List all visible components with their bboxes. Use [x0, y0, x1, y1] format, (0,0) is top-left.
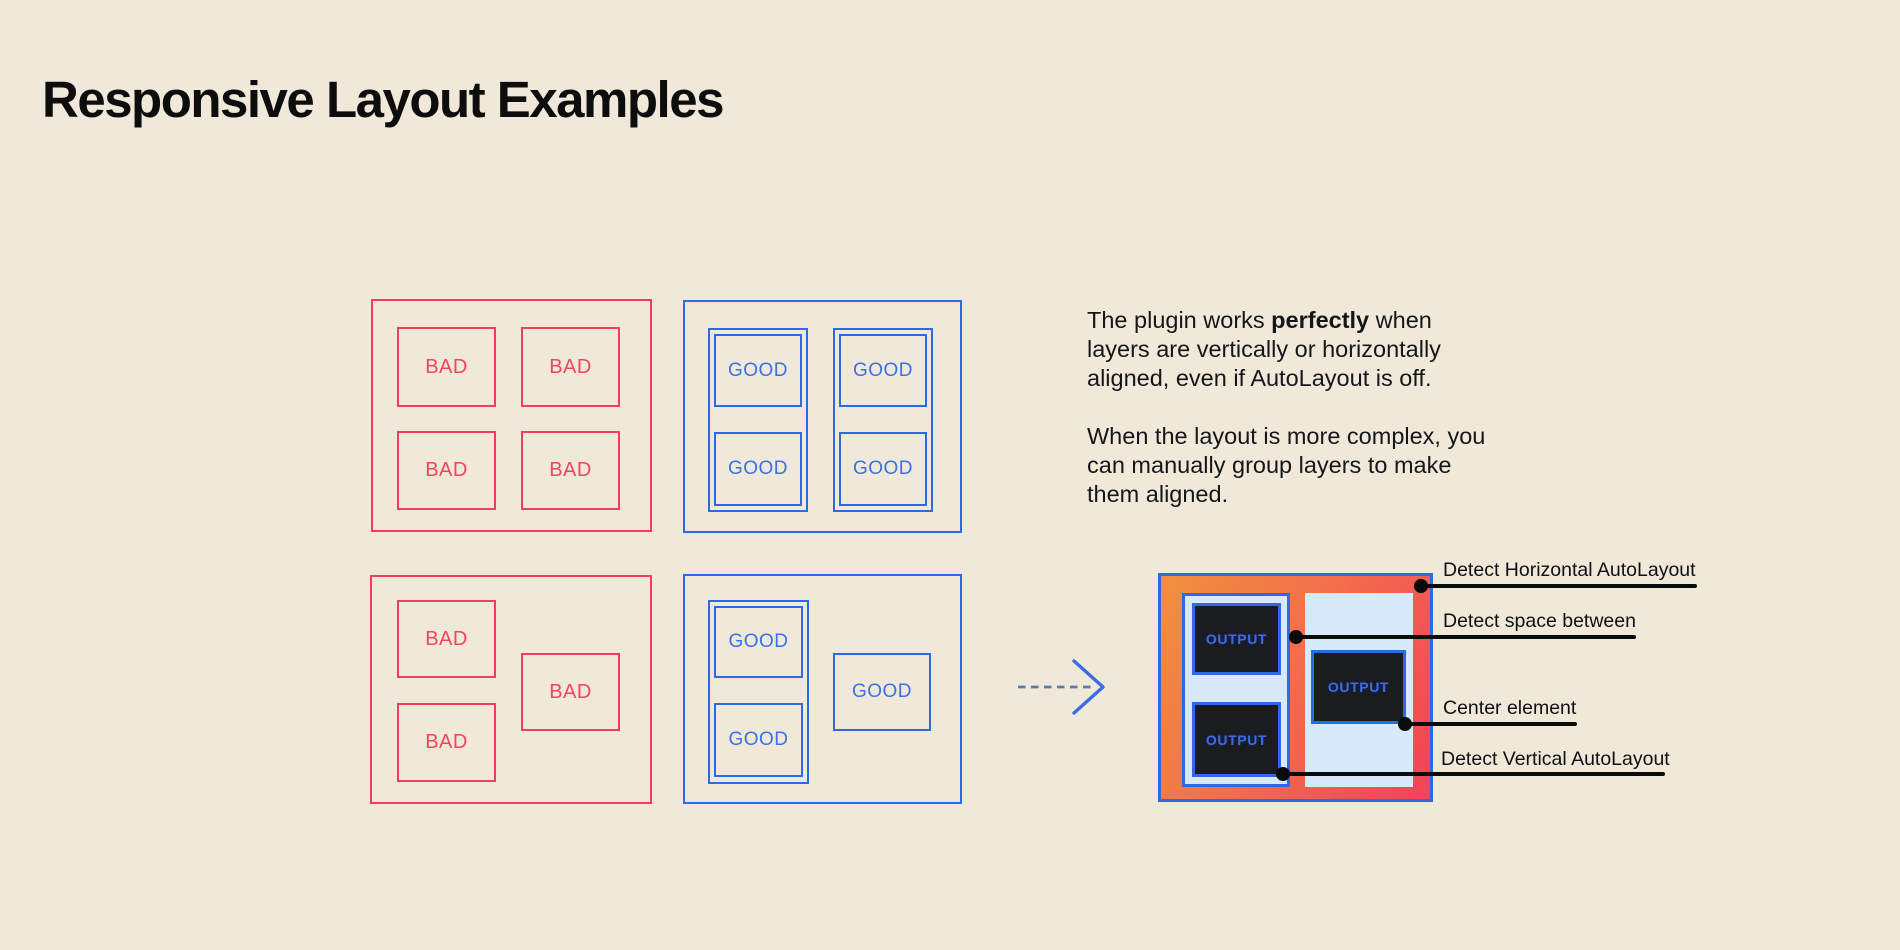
output-vertical-group: OUTPUT OUTPUT — [1182, 593, 1290, 787]
good-box-label: GOOD — [727, 458, 789, 479]
annotation-line — [1421, 584, 1697, 588]
annotation-line — [1405, 722, 1577, 726]
bad-box-label: BAD — [425, 731, 468, 753]
annotation-label: Detect Horizontal AutoLayout — [1443, 559, 1696, 581]
annotation-line — [1296, 635, 1636, 639]
good-box: GOOD — [714, 703, 803, 777]
annotation-label: Detect space between — [1443, 610, 1636, 632]
good-box: GOOD — [714, 432, 802, 506]
good-box: GOOD — [714, 606, 803, 678]
bad-box: BAD — [521, 431, 620, 510]
good-grouped-frame: GOOD GOOD GOOD — [683, 574, 962, 804]
bad-box-label: BAD — [549, 459, 592, 481]
description-text: when layers are vertically or horizontal… — [1087, 307, 1441, 391]
bad-grid-frame: BAD BAD BAD BAD — [371, 299, 652, 532]
good-box-label: GOOD — [728, 729, 789, 750]
bad-box-label: BAD — [549, 680, 592, 703]
good-box: GOOD — [839, 334, 927, 407]
bad-box-label: BAD — [425, 459, 468, 481]
description-paragraph-2: When the layout is more complex, you can… — [1087, 423, 1486, 507]
good-group-column: GOOD GOOD — [708, 600, 809, 784]
description-text: The plugin works — [1087, 307, 1265, 333]
output-center-column: OUTPUT — [1305, 593, 1413, 787]
output-frame: OUTPUT OUTPUT OUTPUT — [1158, 573, 1433, 802]
description-paragraph-1: The plugin works perfectly when layers a… — [1087, 306, 1567, 393]
bad-box: BAD — [521, 653, 620, 731]
output-box-label: OUTPUT — [1327, 679, 1390, 695]
annotation-label: Center element — [1443, 697, 1577, 719]
description-block: The plugin works perfectly when layers a… — [1087, 306, 1567, 509]
good-box: GOOD — [839, 432, 927, 506]
bad-box-label: BAD — [425, 355, 468, 378]
bad-box: BAD — [397, 703, 496, 782]
bad-box: BAD — [397, 327, 496, 407]
bad-box: BAD — [397, 600, 496, 678]
output-box-label: OUTPUT — [1205, 631, 1268, 647]
description-bold-word: perfectly — [1271, 307, 1370, 333]
annotation-label: Detect Vertical AutoLayout — [1441, 748, 1670, 770]
output-box: OUTPUT — [1192, 603, 1281, 675]
annotation-dot — [1276, 767, 1290, 781]
transform-arrow-icon — [1018, 659, 1105, 715]
output-box-label: OUTPUT — [1205, 731, 1268, 748]
annotation-dot — [1398, 717, 1412, 731]
good-box-label: GOOD — [852, 458, 914, 479]
bad-scattered-frame: BAD BAD BAD — [370, 575, 652, 804]
output-box: OUTPUT — [1192, 702, 1281, 777]
output-box: OUTPUT — [1311, 650, 1406, 724]
annotation-line — [1283, 772, 1665, 776]
good-group-column: GOOD GOOD — [708, 328, 808, 512]
page-title: Responsive Layout Examples — [42, 71, 724, 129]
good-box-label: GOOD — [852, 359, 914, 381]
bad-box-label: BAD — [549, 355, 592, 378]
good-box-label: GOOD — [727, 359, 789, 381]
good-box-label: GOOD — [851, 681, 913, 702]
good-group-column: GOOD GOOD — [833, 328, 933, 512]
annotation-dot — [1414, 579, 1428, 593]
bad-box: BAD — [521, 327, 620, 407]
bad-box-label: BAD — [425, 627, 468, 650]
good-box-label: GOOD — [728, 631, 789, 652]
good-grid-frame: GOOD GOOD GOOD GOOD — [683, 300, 962, 533]
good-box: GOOD — [833, 653, 931, 731]
annotation-dot — [1289, 630, 1303, 644]
good-box: GOOD — [714, 334, 802, 407]
bad-box: BAD — [397, 431, 496, 510]
